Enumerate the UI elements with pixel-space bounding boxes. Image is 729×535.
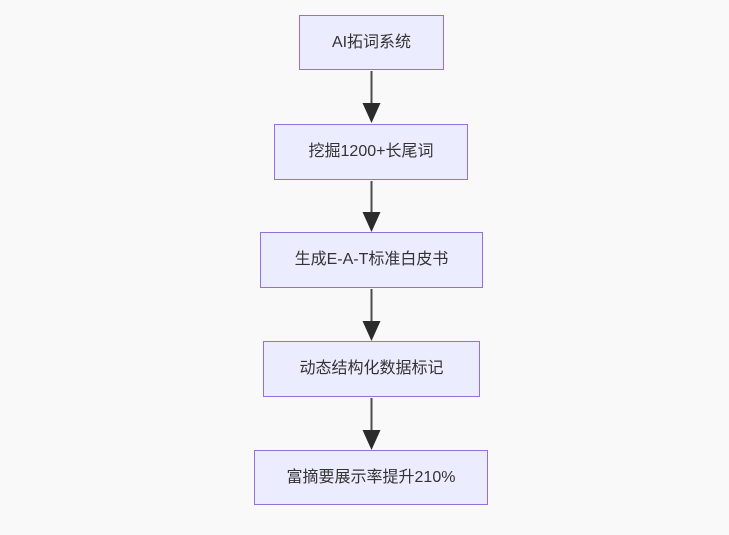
- flow-node-label: AI拓词系统: [331, 33, 412, 51]
- flow-node-eat-whitepaper: 生成E-A-T标准白皮书: [260, 232, 483, 288]
- flow-node-longtail-mining: 挖掘1200+长尾词: [274, 124, 468, 180]
- flow-node-structured-data-markup: 动态结构化数据标记: [263, 341, 480, 397]
- flow-node-label: 动态结构化数据标记: [299, 360, 444, 377]
- flow-node-label: 富摘要展示率提升210%: [286, 468, 456, 486]
- flow-node-label: 生成E-A-T标准白皮书: [294, 251, 449, 268]
- flow-node-rich-snippet-rate: 富摘要展示率提升210%: [254, 450, 488, 505]
- flow-node-ai-keyword-system: AI拓词系统: [299, 15, 444, 70]
- flow-node-label: 挖掘1200+长尾词: [308, 143, 434, 160]
